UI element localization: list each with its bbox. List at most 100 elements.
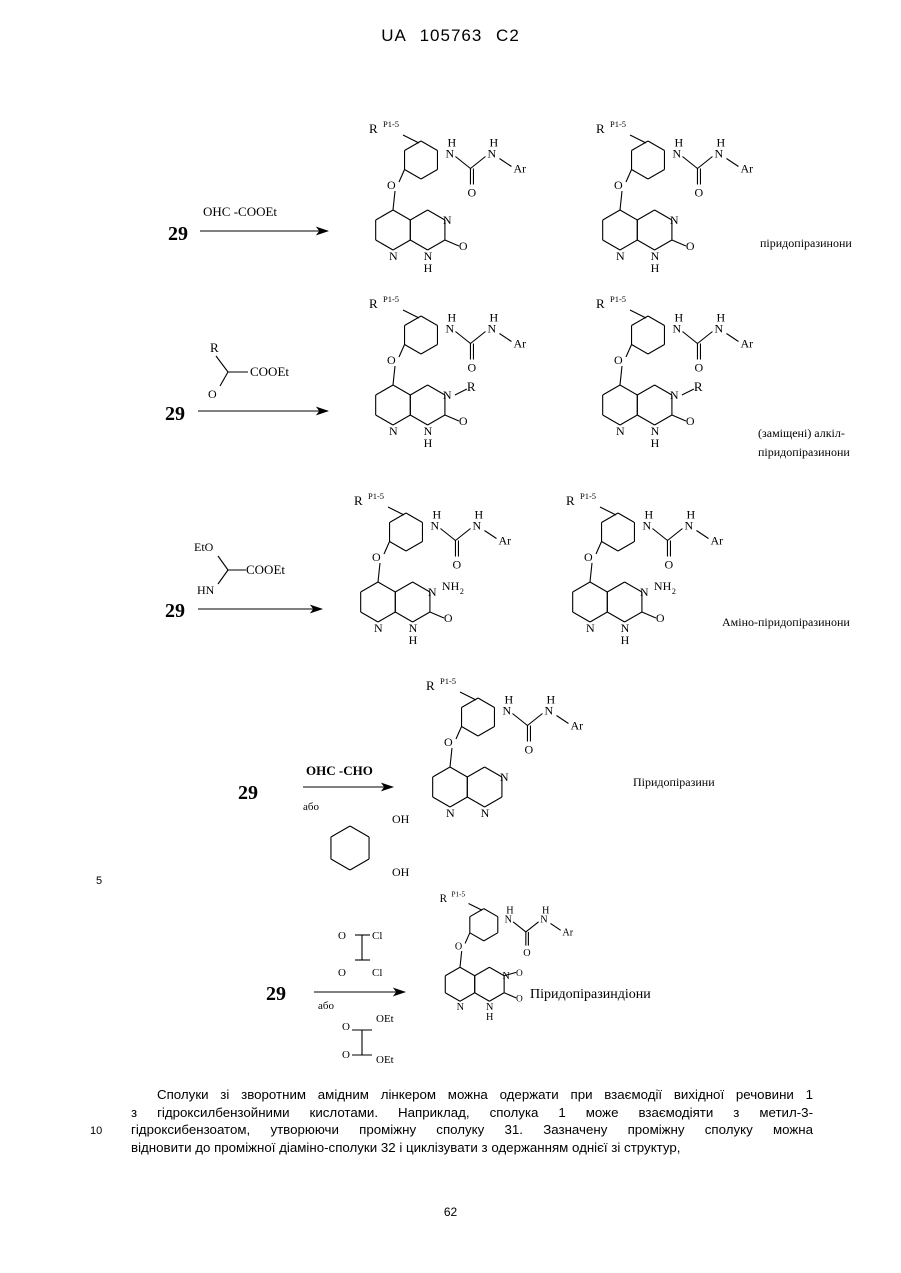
pyrazine-ring-bond xyxy=(637,385,654,395)
urea-bond xyxy=(550,923,560,930)
pyrazine-ring-bond xyxy=(489,993,504,1002)
ether-bond xyxy=(393,366,395,385)
phenyl-ring-bond xyxy=(648,141,664,151)
phenyl-ring-bond xyxy=(618,542,634,552)
pyrazine-nitrogen-label: N xyxy=(481,806,490,820)
pyrazine-ring-bond xyxy=(467,767,484,777)
pyrazine-nitrogen-label: N xyxy=(443,213,452,227)
paragraph-line-2: з гідроксилбензойними кислотами. Наприкл… xyxy=(131,1104,813,1122)
urea-bond xyxy=(682,157,697,169)
paragraph-line-3: гідроксибензоатом, утворюючи проміжну сп… xyxy=(131,1121,813,1139)
urea-bond xyxy=(455,157,470,169)
hydrogen-label: H xyxy=(716,136,725,150)
aryl-label: Ar xyxy=(740,337,753,351)
phenyl-ring-bond xyxy=(421,316,437,326)
urea-bond xyxy=(697,157,712,169)
ether-bond xyxy=(399,345,405,358)
oxygen-label: O xyxy=(694,186,703,200)
hydrogen-label: H xyxy=(674,311,683,325)
substituent-bond xyxy=(469,904,483,911)
hydrogen-label: H xyxy=(489,136,498,150)
pyridine-ring-bond xyxy=(376,385,393,395)
phenyl-ring-bond xyxy=(405,170,421,180)
product-class-label: піридопіразинони xyxy=(758,445,850,459)
carbonyl-bond xyxy=(672,240,686,246)
product-class-label: піридопіразинони xyxy=(760,236,852,250)
phenyl-ring-bond xyxy=(632,345,648,355)
product-class-label: (заміщені) алкіл- xyxy=(758,426,845,440)
pyridine-ring-bond xyxy=(620,210,637,220)
hydrogen-label: H xyxy=(621,633,630,647)
ether-bond xyxy=(626,345,632,358)
reagent-label: OH xyxy=(392,865,410,879)
aryl-label: Ar xyxy=(570,719,583,733)
oxygen-label: O xyxy=(656,611,665,625)
phenyl-ring-bond xyxy=(648,345,664,355)
pyridine-nitrogen-label: N xyxy=(389,249,398,263)
compound-number: 29 xyxy=(165,403,185,425)
reaction-scheme: 29OHC -COOEtRP1-5NHONHArONNNHORP1-5NHONH… xyxy=(0,0,901,1080)
reagent-bond xyxy=(220,372,228,386)
substituent-label: P1-5 xyxy=(452,891,466,899)
reagent-label: OEt xyxy=(376,1054,394,1066)
urea-bond xyxy=(697,332,712,344)
pyrazine-ring-bond xyxy=(475,967,490,976)
aryl-label: Ar xyxy=(513,337,526,351)
pyridine-ring-bond xyxy=(460,967,475,976)
hydrogen-label: H xyxy=(644,508,653,522)
reagent-label: OHC -CHO xyxy=(306,763,373,778)
urea-bond xyxy=(470,157,485,169)
substituent-bond xyxy=(630,135,646,143)
substituent-label: P1-5 xyxy=(383,119,399,129)
subscript-label: 2 xyxy=(672,587,676,596)
pyridine-nitrogen-label: N xyxy=(616,424,625,438)
pyrazine-ring-bond xyxy=(607,582,624,592)
hydrogen-label: H xyxy=(447,136,456,150)
hydrogen-label: H xyxy=(486,1012,494,1023)
hydrogen-label: H xyxy=(474,508,483,522)
urea-bond xyxy=(470,332,485,344)
hydrogen-label: H xyxy=(432,508,441,522)
urea-bond xyxy=(455,332,470,344)
pyridine-ring-bond xyxy=(393,385,410,395)
r-group-label: R xyxy=(354,493,363,508)
hydrogen-label: H xyxy=(686,508,695,522)
pyridine-ring-bond xyxy=(361,582,378,592)
urea-bond xyxy=(696,531,708,539)
ether-oxygen-label: O xyxy=(444,735,453,749)
aryl-label: Ar xyxy=(562,927,573,938)
aryl-label: Ar xyxy=(513,162,526,176)
aryl-label: Ar xyxy=(498,534,511,548)
compound-number: 29 xyxy=(168,223,188,245)
reagent-label: O xyxy=(338,967,346,979)
r-group-label: R xyxy=(467,379,476,394)
paragraph-line-4: відновити до проміжної діаміно-сполуки 3… xyxy=(131,1139,813,1157)
urea-bond xyxy=(556,716,568,724)
oxygen-label: O xyxy=(459,414,468,428)
hydrogen-label: H xyxy=(716,311,725,325)
oxygen-label: O xyxy=(664,558,673,572)
ether-bond xyxy=(393,191,395,210)
pyrazine-nitrogen-label: N xyxy=(670,213,679,227)
pyridine-ring-bond xyxy=(450,767,467,777)
product-class-label: Аміно-піридопіразинони xyxy=(722,615,850,629)
oxygen-label: O xyxy=(524,743,533,757)
pyrazine-ring-bond xyxy=(410,210,427,220)
pyrazine-nitrogen-label: N xyxy=(502,971,510,982)
r-group-label: R xyxy=(596,296,605,311)
pyrazine-nitrogen-label: N xyxy=(640,585,649,599)
reagent-label: OH xyxy=(392,812,410,826)
urea-bond xyxy=(512,714,527,726)
pyridine-ring-bond xyxy=(573,582,590,592)
reagent-label: COOEt xyxy=(246,562,285,577)
amino-label: NH xyxy=(442,579,460,593)
phenyl-ring-bond xyxy=(421,170,437,180)
phenyl-ring-bond xyxy=(618,513,634,523)
pyridine-nitrogen-label: N xyxy=(457,1002,465,1013)
phenyl-ring-bond xyxy=(648,170,664,180)
reagent-label: Cl xyxy=(372,967,382,979)
pyrazine-ring-bond xyxy=(475,993,490,1002)
ether-oxygen-label: O xyxy=(584,550,593,564)
subscript-label: 2 xyxy=(460,587,464,596)
ether-bond xyxy=(456,727,462,740)
